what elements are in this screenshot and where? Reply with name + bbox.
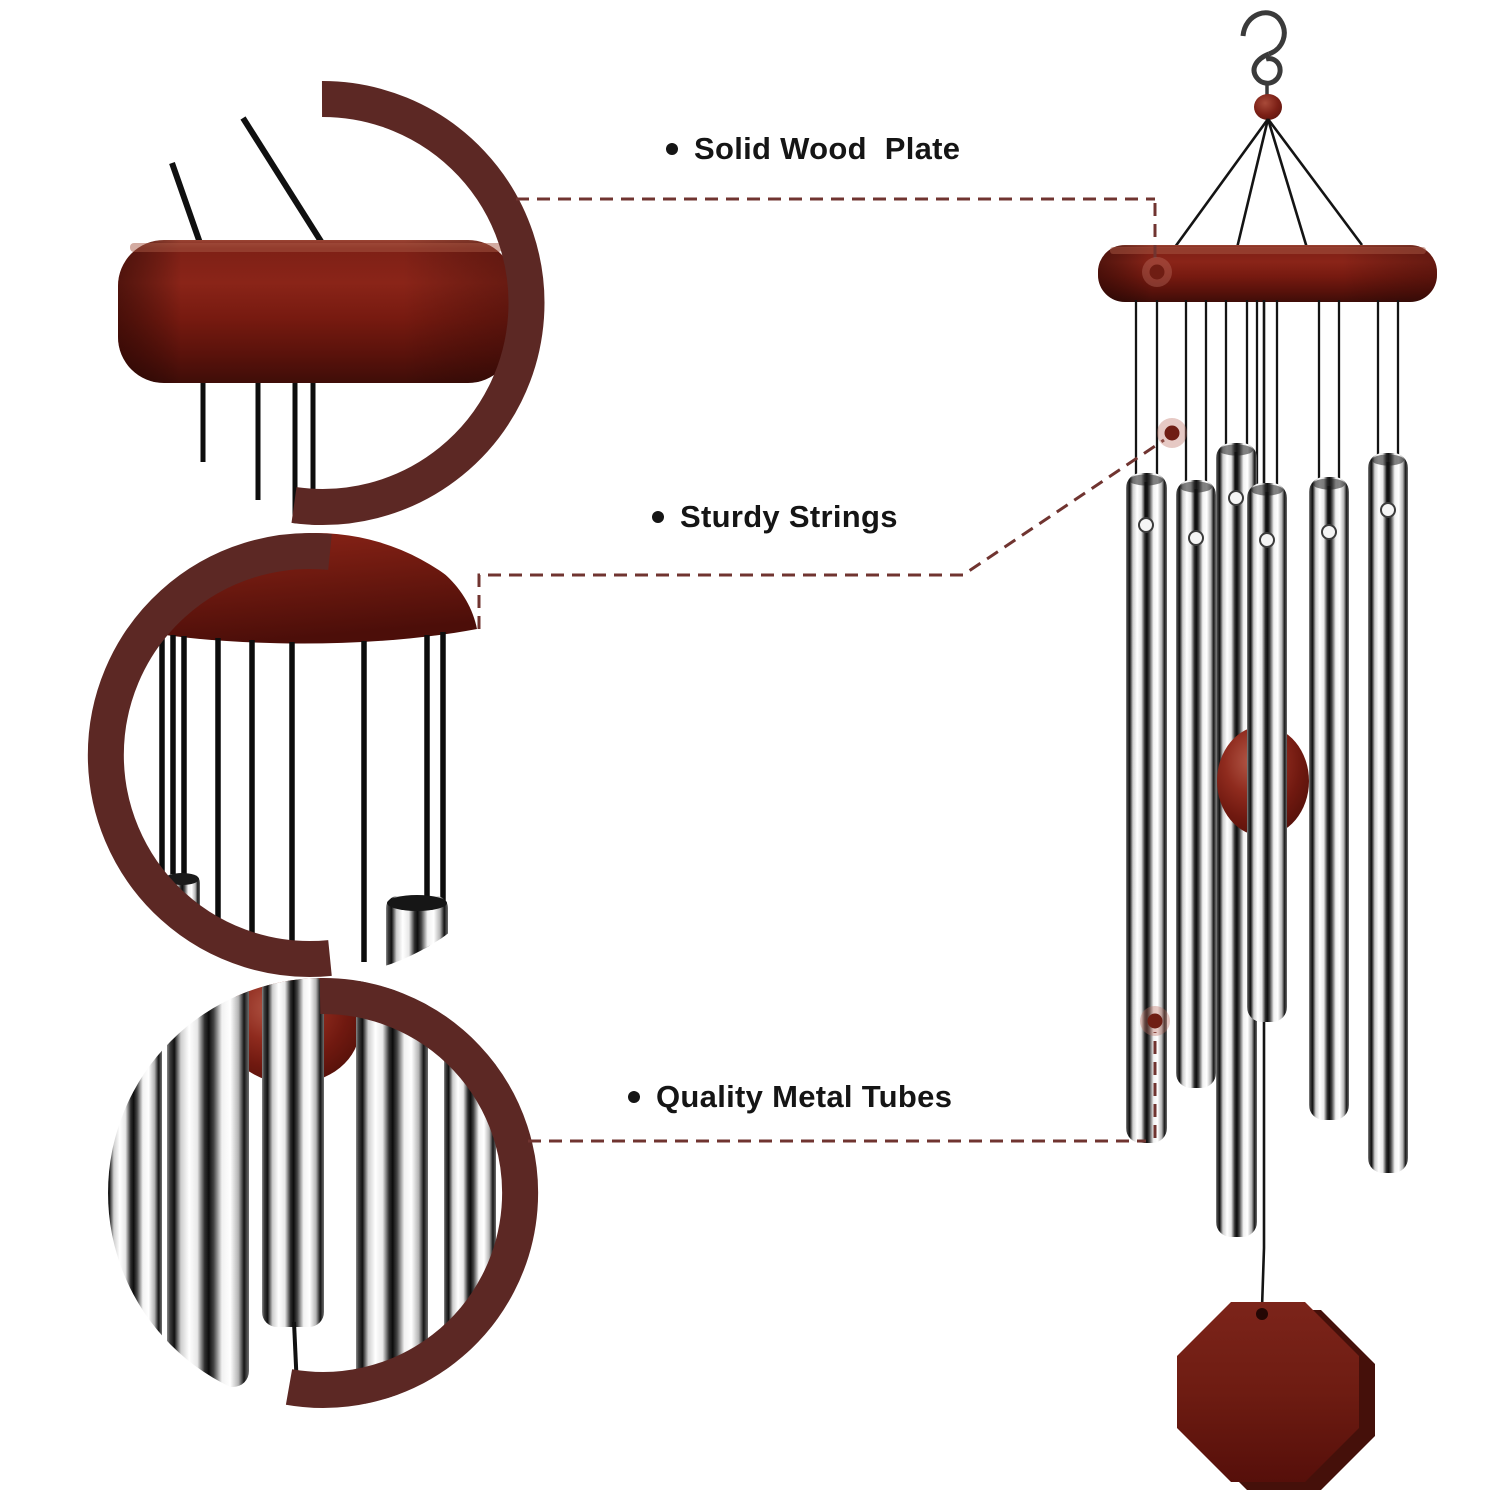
connector-strings (477, 438, 1165, 629)
bullet-icon (628, 1090, 640, 1103)
tube-cap (1219, 444, 1253, 456)
s-hook-icon (1240, 10, 1287, 96)
closeup-string (240, 116, 325, 245)
detail-ring-right (291, 80, 545, 525)
metal-tube-6 (1368, 453, 1408, 1173)
wind-catcher-hole (1256, 1308, 1268, 1320)
detail-ring-right (285, 977, 539, 1408)
closeup-string (169, 162, 203, 244)
tube-string-hole (1380, 502, 1396, 518)
tube-cap (1313, 478, 1345, 490)
bullet-icon (666, 142, 678, 155)
tube-cap (387, 895, 447, 911)
tube-hanging-strings (1134, 300, 1400, 492)
top-fan-strings (1173, 118, 1364, 249)
closeup-tube (356, 978, 428, 1405)
callout-sturdy-strings: Sturdy Strings (652, 498, 898, 535)
tube-cap (1180, 481, 1212, 493)
tube-cap (1251, 484, 1283, 496)
tube-string-hole (1138, 517, 1154, 533)
plate-top-highlight (130, 243, 502, 252)
tube-string-hole (1259, 532, 1275, 548)
connector-wood-plate (516, 197, 1157, 258)
target-dot-tube (1147, 1013, 1163, 1029)
hanging-bead (1254, 94, 1282, 120)
metal-tube-2 (1176, 480, 1216, 1088)
callout-label: Sturdy Strings (680, 499, 898, 534)
closeup-tube-front (262, 978, 324, 1327)
callout-label: Solid Wood Plate (694, 131, 961, 166)
callout-solid-wood-plate: Solid Wood Plate (666, 130, 960, 167)
callout-label: Quality Metal Tubes (656, 1079, 953, 1114)
callout-quality-metal-tubes: Quality Metal Tubes (628, 1078, 952, 1115)
top-wood-plate-shade (1098, 245, 1437, 302)
tubes-detail-circle (108, 977, 539, 1408)
tube-string-hole (1321, 524, 1337, 540)
tube-cap (1129, 474, 1163, 486)
callout-connector-lines (477, 197, 1165, 1143)
plate-top-highlight (1110, 247, 1426, 254)
closeup-tube (167, 978, 249, 1387)
wind-chime (1098, 10, 1437, 1490)
wind-catcher-face (1177, 1302, 1359, 1482)
wood-plate-detail-circle (118, 80, 545, 525)
tube-cap (1372, 454, 1404, 466)
closeup-tube (108, 978, 162, 1395)
closeup-wood-plate-shade (118, 240, 514, 383)
metal-tube-5 (1309, 477, 1349, 1120)
connector-tubes (528, 1032, 1157, 1143)
target-dot-string (1164, 425, 1180, 441)
bullet-icon (652, 510, 664, 523)
detail-ring-left (87, 533, 332, 977)
tube-string-hole (1188, 530, 1204, 546)
metal-tube-3 (1216, 443, 1257, 1237)
callout-target-dots (1140, 257, 1187, 1036)
wind-catcher (1177, 1302, 1375, 1490)
tube-string-hole (1228, 490, 1244, 506)
target-dot-plate (1149, 264, 1165, 280)
metal-tube-4 (1247, 483, 1287, 1022)
metal-tube-1 (1126, 473, 1167, 1143)
strings-detail-circle (87, 533, 477, 977)
